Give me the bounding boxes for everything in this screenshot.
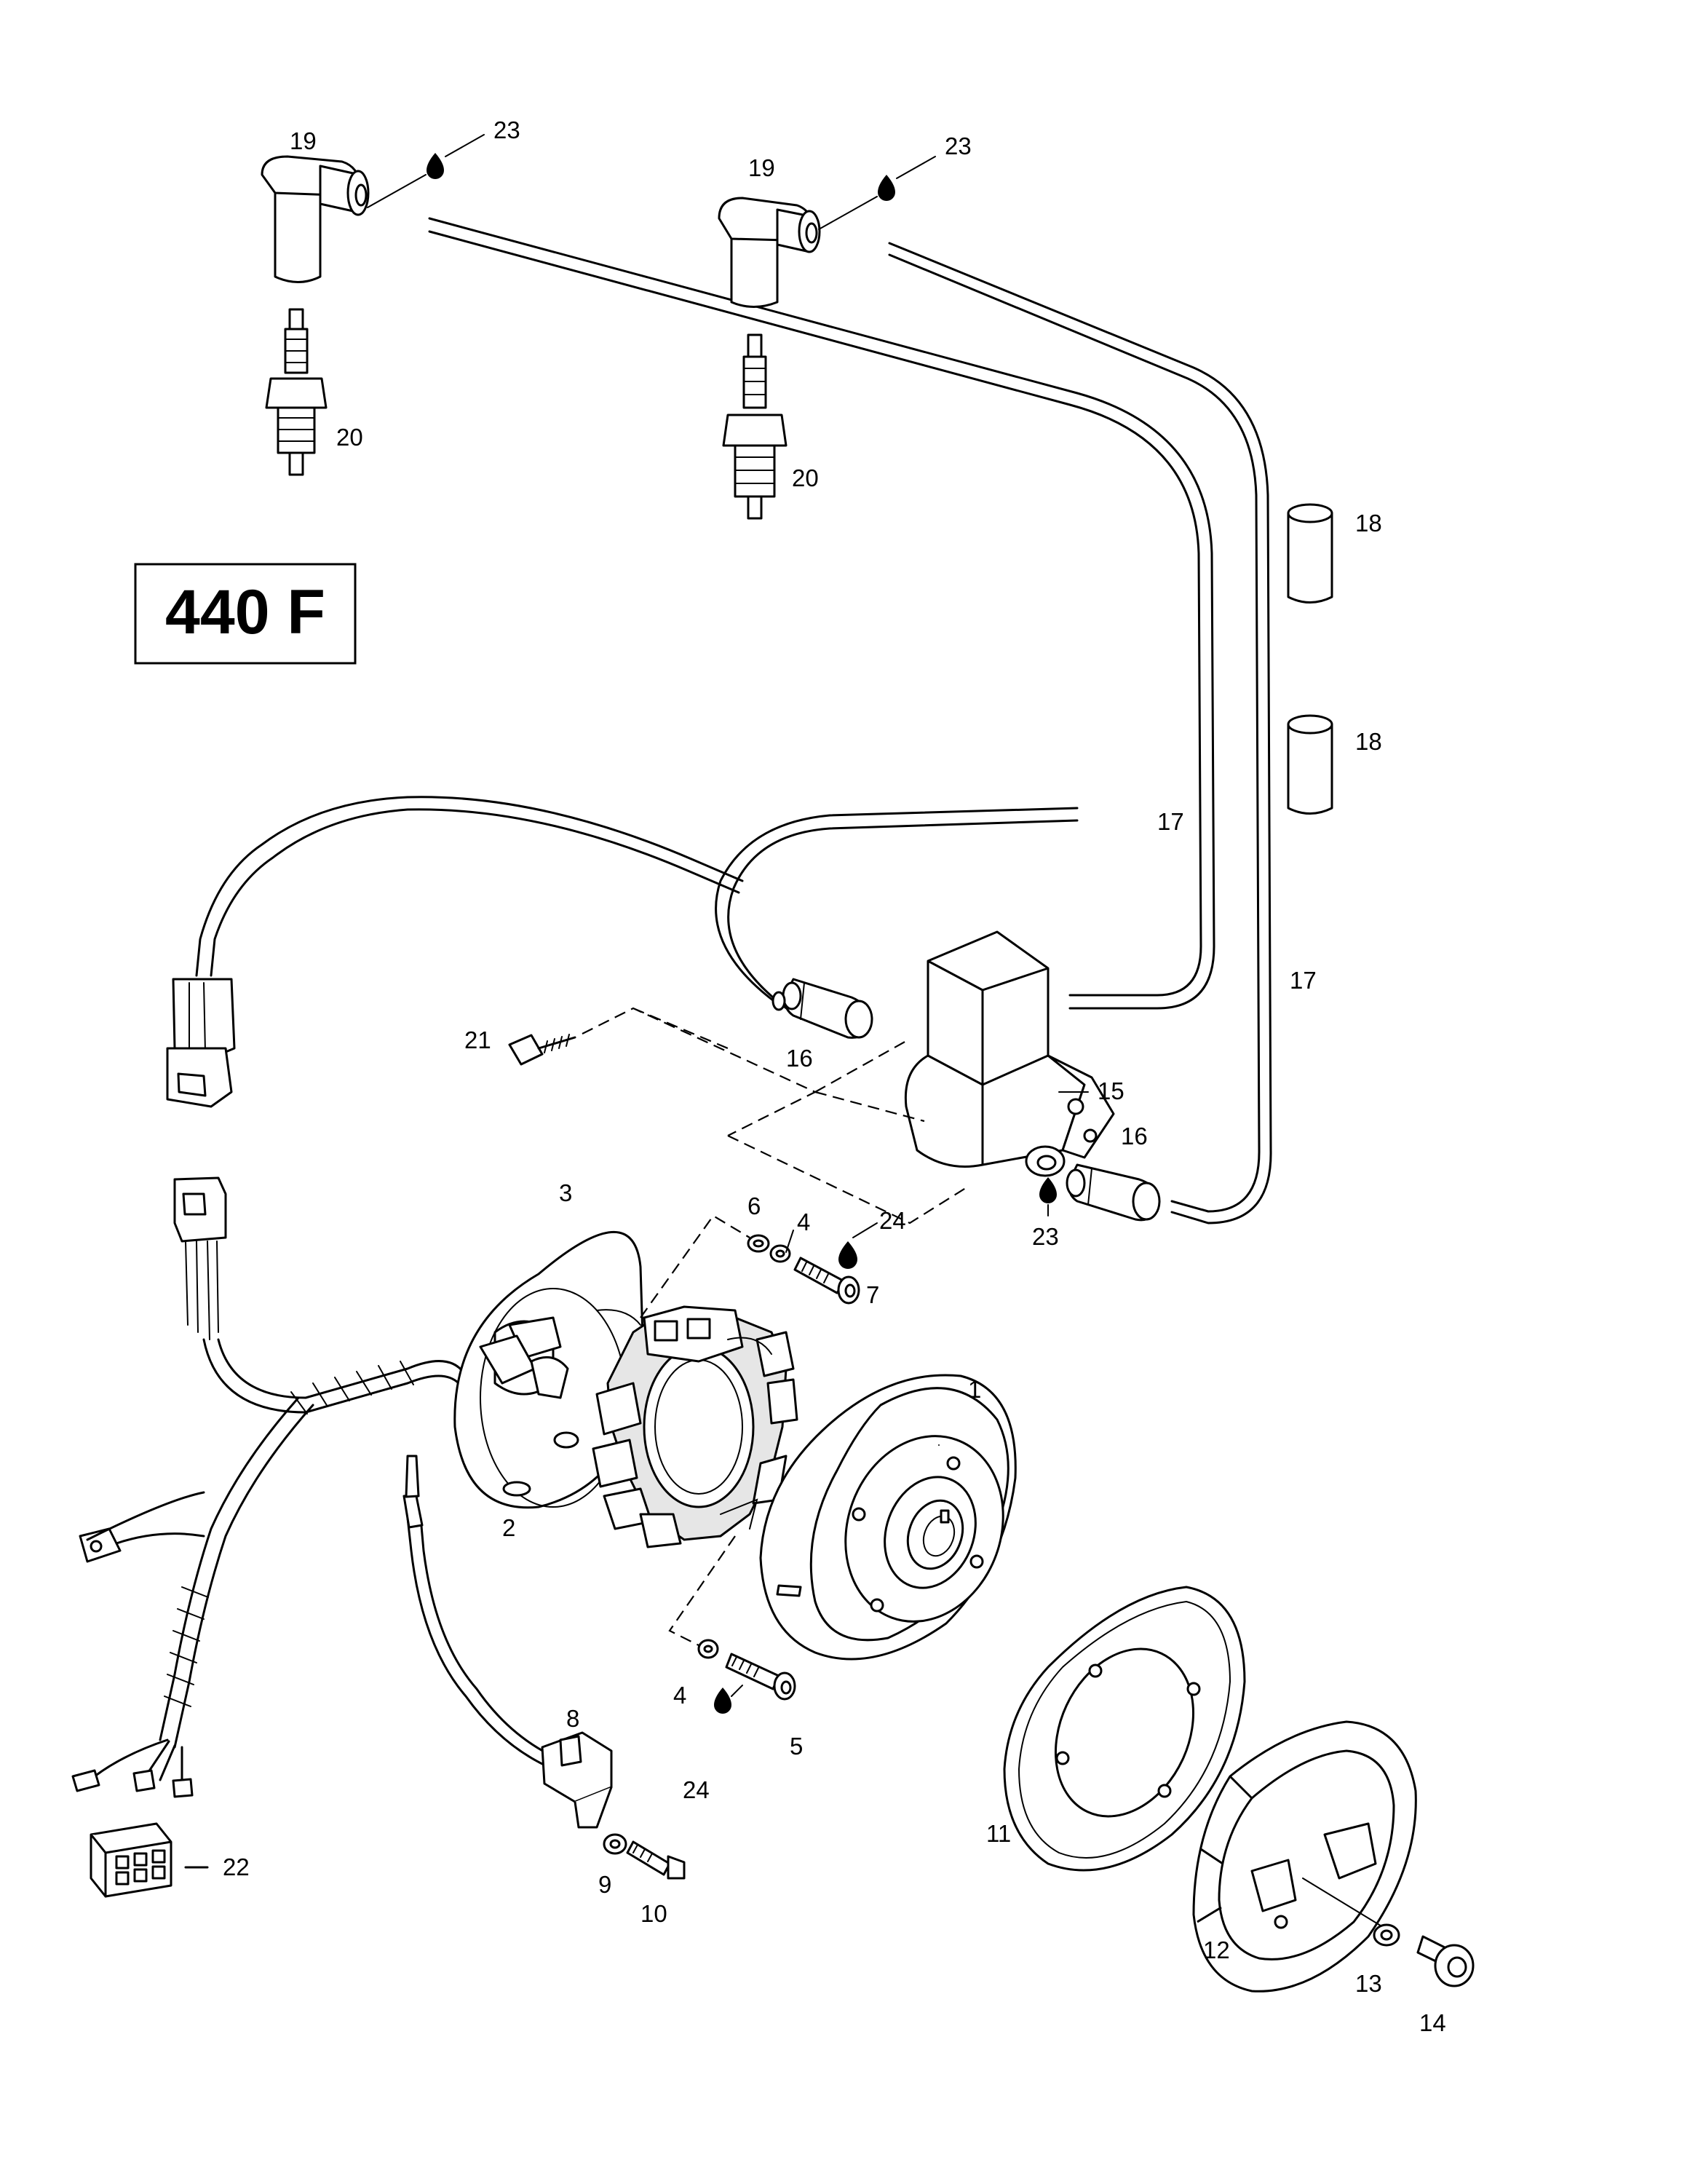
callout-21: 21 xyxy=(464,1026,491,1053)
screw-mounting-dashline xyxy=(582,1007,925,1136)
spark-plug-cap-left xyxy=(261,155,370,283)
callout-19-right: 19 xyxy=(748,154,775,181)
callout-5: 5 xyxy=(790,1733,803,1760)
spark-plug-cap-right xyxy=(718,197,821,308)
callout-12: 12 xyxy=(1203,1936,1230,1963)
callout-16-lower: 16 xyxy=(1121,1123,1148,1150)
callout-4-lower: 4 xyxy=(673,1682,686,1709)
starter-cup xyxy=(1192,1720,1417,1993)
callout-10: 10 xyxy=(640,1900,667,1927)
coil-wire-loop xyxy=(715,807,1079,1015)
callout-15: 15 xyxy=(1098,1077,1124,1104)
callout-18-lower: 18 xyxy=(1355,728,1382,755)
armature-plate xyxy=(453,1231,646,1509)
sleeve-upper xyxy=(1287,503,1333,604)
model-label: 440 F xyxy=(165,577,325,647)
harness-upper xyxy=(166,796,744,1108)
callout-3: 3 xyxy=(559,1179,572,1206)
screw-10 xyxy=(626,1840,686,1880)
trigger-sensor xyxy=(402,1455,613,1829)
callout-1: 1 xyxy=(968,1376,981,1403)
loctite-drop-23-coil xyxy=(1039,1177,1057,1216)
loctite-drop-24-upper xyxy=(838,1222,878,1269)
stator-screw-bracket-lower xyxy=(668,1535,736,1646)
loctite-drop-24-lower xyxy=(714,1685,743,1714)
lock-washer-13 xyxy=(1373,1923,1400,1947)
coil-wire-end xyxy=(771,991,786,1011)
callout-11: 11 xyxy=(986,1820,1011,1847)
lock-washer-4-lower xyxy=(697,1639,719,1659)
cable-terminal-lower xyxy=(1066,1163,1161,1222)
washer-9 xyxy=(603,1833,627,1855)
tapping-screw xyxy=(508,1034,576,1066)
screw-14 xyxy=(1416,1935,1475,1987)
starter-pulley xyxy=(1003,1586,1246,1872)
loctite-drop-23-right xyxy=(818,156,936,230)
harness-main xyxy=(71,1338,467,1798)
callout-23-left: 23 xyxy=(493,116,520,143)
coil-mount-dashline xyxy=(727,1135,969,1224)
callout-24-upper: 24 xyxy=(879,1207,906,1234)
callout-22: 22 xyxy=(223,1853,250,1880)
callout-24-lower: 24 xyxy=(683,1776,710,1803)
callout-23-coil: 23 xyxy=(1032,1223,1059,1250)
callout-labels: 1 2 3 4 4 5 6 7 8 9 10 11 12 13 14 15 16… xyxy=(223,116,1446,2036)
spark-plug-right xyxy=(722,333,788,520)
high-tension-wire-left xyxy=(428,217,1215,1010)
harness-lower-connector xyxy=(173,1176,227,1340)
ignition-coil xyxy=(904,930,1115,1177)
cable-terminal-upper xyxy=(782,978,873,1039)
callout-14: 14 xyxy=(1419,2009,1446,2036)
callout-9: 9 xyxy=(598,1871,611,1898)
callout-20-left: 20 xyxy=(336,424,363,451)
spark-plug-left xyxy=(265,308,328,476)
model-label-box: 440 F xyxy=(134,563,357,665)
callout-8: 8 xyxy=(566,1705,579,1732)
callout-23-right: 23 xyxy=(945,132,972,159)
callout-6: 6 xyxy=(747,1192,761,1219)
stator xyxy=(592,1305,798,1548)
loctite-drop-23-left xyxy=(367,134,485,208)
callout-20-right: 20 xyxy=(792,464,819,491)
callout-7: 7 xyxy=(866,1281,879,1308)
callout-17-upper: 17 xyxy=(1157,808,1184,835)
callout-16-upper: 16 xyxy=(786,1045,813,1072)
high-tension-wire-right xyxy=(888,242,1272,1224)
screw-7 xyxy=(793,1257,860,1305)
magneto-flywheel xyxy=(759,1374,1017,1661)
leader-lines xyxy=(785,1091,1089,1253)
washer-6 xyxy=(747,1234,770,1253)
callout-13: 13 xyxy=(1355,1970,1382,1997)
callout-4-upper: 4 xyxy=(797,1208,810,1235)
screw-5 xyxy=(725,1653,796,1701)
lock-washer-4-upper xyxy=(769,1244,791,1263)
callout-17-lower: 17 xyxy=(1290,967,1317,994)
sleeve-lower xyxy=(1287,714,1333,815)
callout-2: 2 xyxy=(502,1514,515,1541)
callout-18-upper: 18 xyxy=(1355,510,1382,537)
stator-screw-bracket-upper xyxy=(640,1214,750,1318)
connector-housing xyxy=(90,1822,209,1898)
callout-19-left: 19 xyxy=(290,127,317,154)
